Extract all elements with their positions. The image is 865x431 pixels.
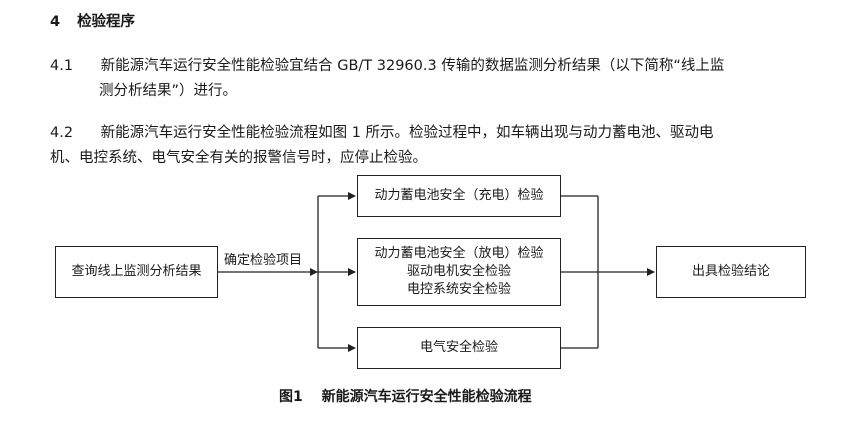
check-box-line: 动力蓄电池安全（放电）检验 <box>374 246 544 261</box>
check-box-electrical: 电气安全检验 <box>357 327 561 369</box>
section-number: 4 <box>50 14 61 30</box>
figure-title: 新能源汽车运行安全性能检验流程 <box>321 389 532 405</box>
figure-number: 图1 <box>279 389 303 405</box>
check-box-line: 驱动电机安全检验 <box>406 264 511 279</box>
check-box-line: 电气安全检验 <box>419 340 498 355</box>
check-box-line: 动力蓄电池安全（充电）检验 <box>374 188 544 203</box>
start-box: 查询线上监测分析结果 <box>55 246 218 298</box>
paragraph-4-1-continued: 测分析结果”）进行。 <box>99 83 238 99</box>
end-box: 出具检验结论 <box>656 246 806 298</box>
branch-label: 确定检验项目 <box>224 253 303 268</box>
paragraph-text: 新能源汽车运行安全性能检验宜结合 GB/T 32960.3 传输的数据监测分析结… <box>100 58 725 74</box>
end-box-label: 出具检验结论 <box>691 264 770 279</box>
paragraph-4-2-continued: 机、电控系统、电气安全有关的报警信号时，应停止检验。 <box>50 150 427 166</box>
check-box-line: 电控系统安全检验 <box>406 282 511 297</box>
figure-caption: 图1 新能源汽车运行安全性能检验流程 <box>279 386 532 406</box>
check-box-charging: 动力蓄电池安全（充电）检验 <box>357 175 561 217</box>
paragraph-4-1: 4.1 新能源汽车运行安全性能检验宜结合 GB/T 32960.3 传输的数据监… <box>50 54 724 75</box>
paragraph-4-2: 4.2 新能源汽车运行安全性能检验流程如图 1 所示。检验过程中，如车辆出现与动… <box>50 121 714 142</box>
check-box-discharging-motor-control: 动力蓄电池安全（放电）检验 驱动电机安全检验 电控系统安全检验 <box>357 238 561 306</box>
section-heading: 4 检验程序 <box>50 10 135 31</box>
start-box-label: 查询线上监测分析结果 <box>71 264 202 279</box>
paragraph-number: 4.1 <box>50 58 74 74</box>
paragraph-text: 新能源汽车运行安全性能检验流程如图 1 所示。检验过程中，如车辆出现与动力蓄电池… <box>100 125 714 141</box>
paragraph-number: 4.2 <box>50 125 74 141</box>
section-title: 检验程序 <box>77 14 136 30</box>
